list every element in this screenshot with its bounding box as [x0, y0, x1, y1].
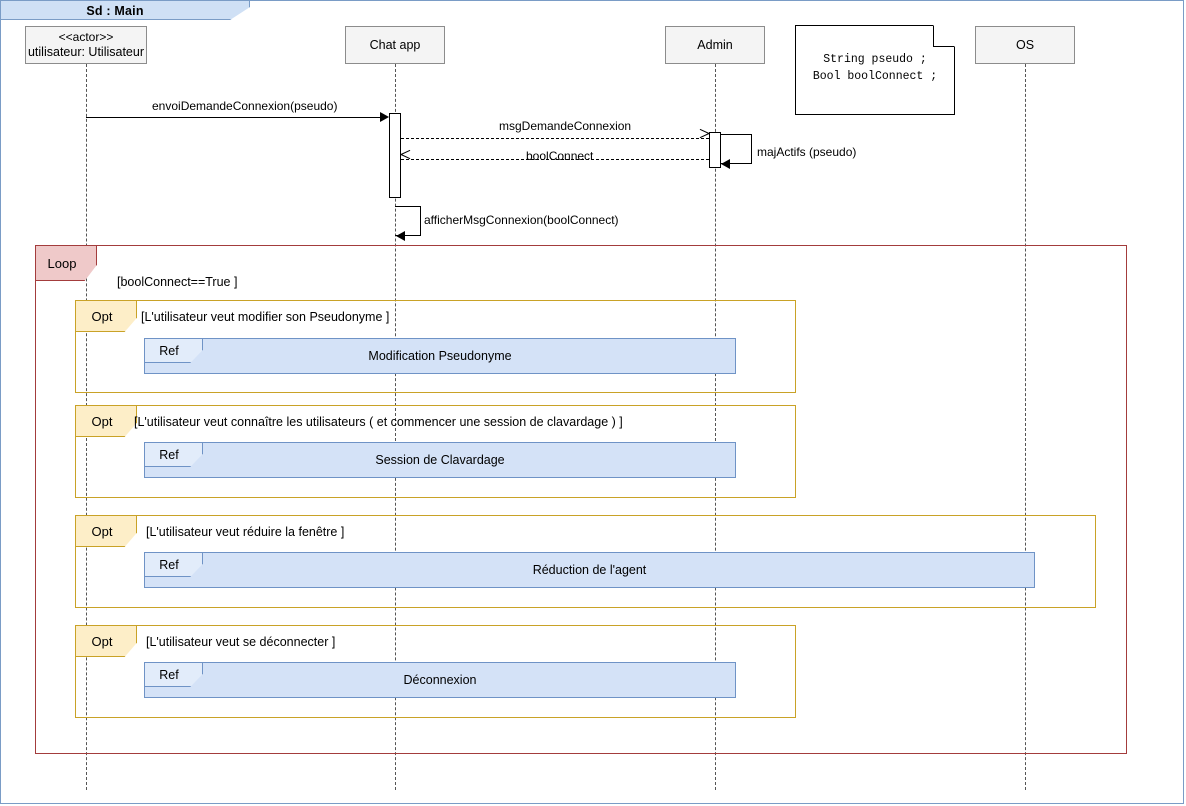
fragment-opt-1-tab: Opt [75, 300, 137, 332]
fragment-loop-tab: Loop [35, 245, 97, 281]
message-arrowhead-msg-demande-connexion [699, 133, 709, 143]
fragment-opt-reduction-agent[interactable]: Opt [L'utilisateur veut réduire la fenêt… [75, 515, 1096, 608]
message-label-maj-actifs: majActifs (pseudo) [757, 145, 857, 159]
ref-tab-4 [145, 663, 203, 687]
self-message-arrowhead-afficher-msg-connexion [396, 231, 405, 241]
note-text: String pseudo ; Bool boolConnect ; [795, 51, 955, 85]
lifeline-label-os: OS [1015, 37, 1035, 52]
fragment-opt-3-tab: Opt [75, 515, 137, 547]
fragment-loop-guard: [boolConnect==True ] [117, 275, 238, 289]
note-line-1: String pseudo ; [823, 53, 927, 66]
lifeline-head-os[interactable]: OS [975, 26, 1075, 64]
lifeline-label-utilisateur: utilisateur: Utilisateur [27, 45, 144, 59]
ref-tab-2 [145, 443, 203, 467]
fragment-opt-modification-pseudonyme[interactable]: Opt [L'utilisateur veut modifier son Pse… [75, 300, 796, 393]
note-body [795, 25, 955, 115]
fragment-opt-deconnexion[interactable]: Opt [L'utilisateur veut se déconnecter ] [75, 625, 796, 718]
ref-box-session-clavardage[interactable]: Session de Clavardage Ref [144, 442, 736, 478]
lifeline-head-chat-app[interactable]: Chat app [345, 26, 445, 64]
lifeline-stereotype-utilisateur: <<actor>> [58, 30, 114, 44]
lifeline-head-utilisateur[interactable]: <<actor>> utilisateur: Utilisateur [25, 26, 147, 64]
lifeline-head-admin[interactable]: Admin [665, 26, 765, 64]
diagram-frame-tab: Sd : Main [0, 0, 250, 20]
fragment-opt-3-operator: Opt [91, 523, 113, 539]
activation-bar-chat-app [389, 113, 401, 198]
lifeline-label-admin: Admin [697, 37, 733, 52]
ref-operator-2: Ref [159, 448, 179, 462]
activation-bar-admin [709, 132, 721, 168]
fragment-loop-operator: Loop [47, 255, 77, 271]
ref-title-session-clavardage: Session de Clavardage [375, 453, 505, 467]
message-arrowhead-envoi-demande-connexion [380, 112, 389, 122]
message-label-envoi-demande-connexion: envoiDemandeConnexion(pseudo) [152, 99, 338, 113]
diagram-frame-label: Sd : Main [86, 4, 144, 18]
lifeline-label-chat-app: Chat app [369, 37, 421, 52]
fragment-opt-2-operator: Opt [91, 413, 113, 429]
lifeline-os [1025, 64, 1026, 790]
ref-title-reduction-agent: Réduction de l'agent [532, 563, 647, 577]
message-arrowhead-bool-connect [401, 154, 411, 164]
self-message-arrowhead-maj-actifs [721, 159, 730, 169]
ref-operator-3: Ref [159, 558, 179, 572]
message-label-bool-connect: boolConnect [526, 149, 594, 163]
note-line-2: Bool boolConnect ; [812, 70, 938, 83]
ref-box-reduction-agent[interactable]: Réduction de l'agent Ref [144, 552, 1035, 588]
fragment-opt-1-operator: Opt [91, 308, 113, 324]
fragment-opt-session-clavardage[interactable]: Opt [L'utilisateur veut connaître les ut… [75, 405, 796, 498]
fragment-opt-2-guard: [L'utilisateur veut connaître les utilis… [134, 415, 623, 429]
self-message-loop-maj-actifs [721, 134, 752, 164]
ref-operator-1: Ref [159, 344, 179, 358]
ref-box-modification-pseudonyme[interactable]: Modification Pseudonyme Ref [144, 338, 736, 374]
message-label-afficher-msg-connexion: afficherMsgConnexion(boolConnect) [424, 213, 619, 227]
lifeline-admin [715, 64, 716, 790]
fragment-opt-4-tab: Opt [75, 625, 137, 657]
ref-operator-4: Ref [159, 668, 179, 682]
fragment-opt-1-guard: [L'utilisateur veut modifier son Pseudon… [141, 310, 390, 324]
note-declarations: String pseudo ; Bool boolConnect ; [795, 25, 955, 115]
message-label-msg-demande-connexion: msgDemandeConnexion [499, 119, 632, 133]
lifeline-chat-app [395, 64, 396, 790]
ref-box-deconnexion[interactable]: Déconnexion Ref [144, 662, 736, 698]
fragment-loop[interactable]: Loop [boolConnect==True ] [35, 245, 1127, 754]
message-line-bool-connect [401, 159, 709, 160]
self-message-loop-afficher-msg-connexion [395, 206, 421, 236]
fragment-opt-4-operator: Opt [91, 633, 113, 649]
ref-title-deconnexion: Déconnexion [403, 673, 477, 687]
ref-title-modification-pseudonyme: Modification Pseudonyme [368, 349, 512, 363]
message-line-msg-demande-connexion [401, 138, 709, 139]
ref-tab-3 [145, 553, 203, 577]
fragment-opt-2-tab: Opt [75, 405, 137, 437]
fragment-opt-4-guard: [L'utilisateur veut se déconnecter ] [146, 635, 336, 649]
fragment-opt-3-guard: [L'utilisateur veut réduire la fenêtre ] [146, 525, 345, 539]
note-fold-corner-icon [933, 25, 955, 47]
message-line-envoi-demande-connexion [86, 117, 382, 118]
